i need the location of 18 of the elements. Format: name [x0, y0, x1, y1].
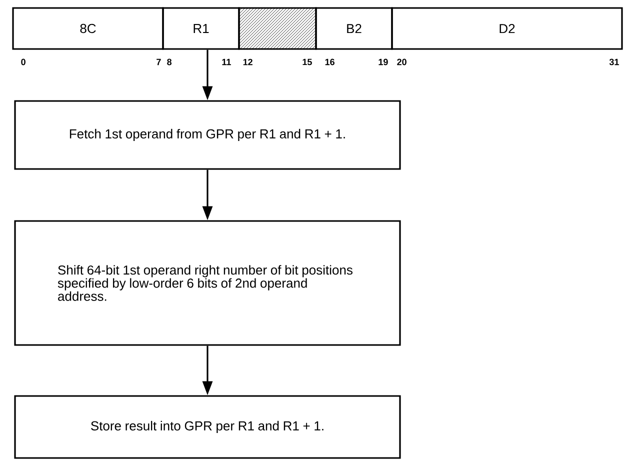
- bit-number: 16: [325, 58, 334, 66]
- process-box: Fetch 1st operand from GPR per R1 and R1 + 1.: [14, 100, 401, 170]
- field-cell: R1: [162, 7, 240, 50]
- hatched-cell: [238, 7, 317, 50]
- field-cell: 8C: [12, 7, 164, 50]
- field-cell: B2: [315, 7, 393, 50]
- bit-number: 12: [243, 58, 252, 66]
- process-box: Store result into GPR per R1 and R1 + 1.: [14, 395, 401, 459]
- bit-number: 31: [609, 58, 619, 66]
- process-box: Shift 64-bit 1st operand right number of bit positions specified by low-order 6 bits of 2nd operand address.: [14, 220, 401, 346]
- bit-number: 20: [397, 58, 406, 66]
- bit-number: 15: [302, 58, 312, 66]
- bit-number: 19: [378, 58, 388, 66]
- bit-number: 11: [222, 58, 231, 66]
- bit-number: 0: [21, 58, 26, 66]
- bit-number: 7: [156, 58, 161, 66]
- bit-number: 8: [167, 58, 172, 66]
- field-cell: D2: [391, 7, 623, 50]
